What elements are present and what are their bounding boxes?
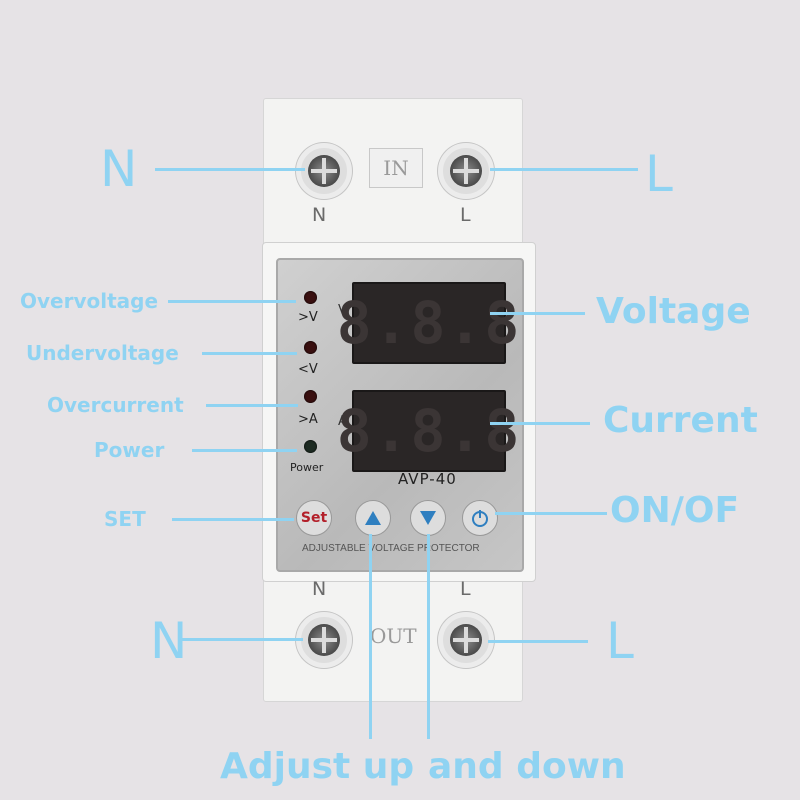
voltage-unit: V (338, 303, 347, 318)
annotation-l-top: L (645, 145, 673, 203)
annotation-overvoltage: Overvoltage (20, 289, 159, 313)
set-button[interactable]: Set (296, 500, 332, 536)
down-arrow-icon (420, 511, 436, 525)
top-n-label: N (312, 204, 327, 226)
annotation-line-undervoltage (202, 352, 297, 355)
out-label: OUT (370, 624, 417, 648)
voltage-display: 8.8.8 (337, 282, 519, 364)
bottom-n-label: N (312, 578, 327, 600)
down-button[interactable] (410, 500, 446, 536)
annotation-set: SET (104, 507, 146, 531)
up-arrow-icon (365, 511, 381, 525)
annotation-line-l-top (490, 168, 638, 171)
bottom-l-screw-terminal (438, 612, 494, 668)
overvoltage-led-label: >V (298, 310, 318, 325)
annotation-line-current (490, 422, 590, 425)
overcurrent-led-label: >A (298, 412, 318, 427)
annotation-n-bottom: N (150, 612, 188, 670)
annotation-line-adjust-up (369, 534, 372, 739)
annotation-line-overcurrent (206, 404, 298, 407)
top-l-screw-terminal (438, 143, 494, 199)
annotation-undervoltage: Undervoltage (26, 341, 179, 365)
annotation-line-n-top (155, 168, 305, 171)
device-subtitle: ADJUSTABLE VOLTAGE PROTECTOR (302, 543, 480, 554)
bottom-l-label: L (460, 578, 471, 600)
model-label: AVP-40 (398, 470, 457, 488)
annotation-voltage: Voltage (596, 291, 751, 332)
annotation-power: Power (94, 438, 165, 462)
annotation-onoff: ON/OF (610, 490, 740, 531)
annotation-adjust-up: Adjust up (220, 746, 415, 787)
undervoltage-led (304, 341, 317, 354)
power-icon (472, 510, 488, 527)
power-led-label: Power (290, 461, 324, 474)
annotation-line-l-bottom (488, 640, 588, 643)
top-n-screw-terminal (296, 143, 352, 199)
annotation-line-power (192, 449, 297, 452)
annotation-line-onoff (495, 512, 607, 515)
bottom-n-screw-terminal (296, 612, 352, 668)
annotation-line-set (172, 518, 294, 521)
annotation-l-bottom: L (606, 612, 634, 670)
power-button[interactable] (462, 500, 498, 536)
annotation-line-adjust-down (427, 534, 430, 739)
in-label: IN (369, 148, 423, 188)
annotation-n-top: N (100, 140, 138, 198)
annotation-line-voltage (490, 312, 585, 315)
overcurrent-led (304, 390, 317, 403)
current-unit: A (338, 414, 347, 429)
annotation-line-n-bottom (178, 638, 303, 641)
undervoltage-led-label: <V (298, 362, 318, 377)
power-led (304, 440, 317, 453)
annotation-and-down: and down (428, 746, 626, 787)
current-display: 8.8.8 (337, 390, 519, 472)
overvoltage-led (304, 291, 317, 304)
annotation-overcurrent: Overcurrent (47, 393, 184, 417)
annotation-line-overvoltage (168, 300, 296, 303)
annotation-current: Current (603, 400, 758, 441)
top-l-label: L (460, 204, 471, 226)
up-button[interactable] (355, 500, 391, 536)
